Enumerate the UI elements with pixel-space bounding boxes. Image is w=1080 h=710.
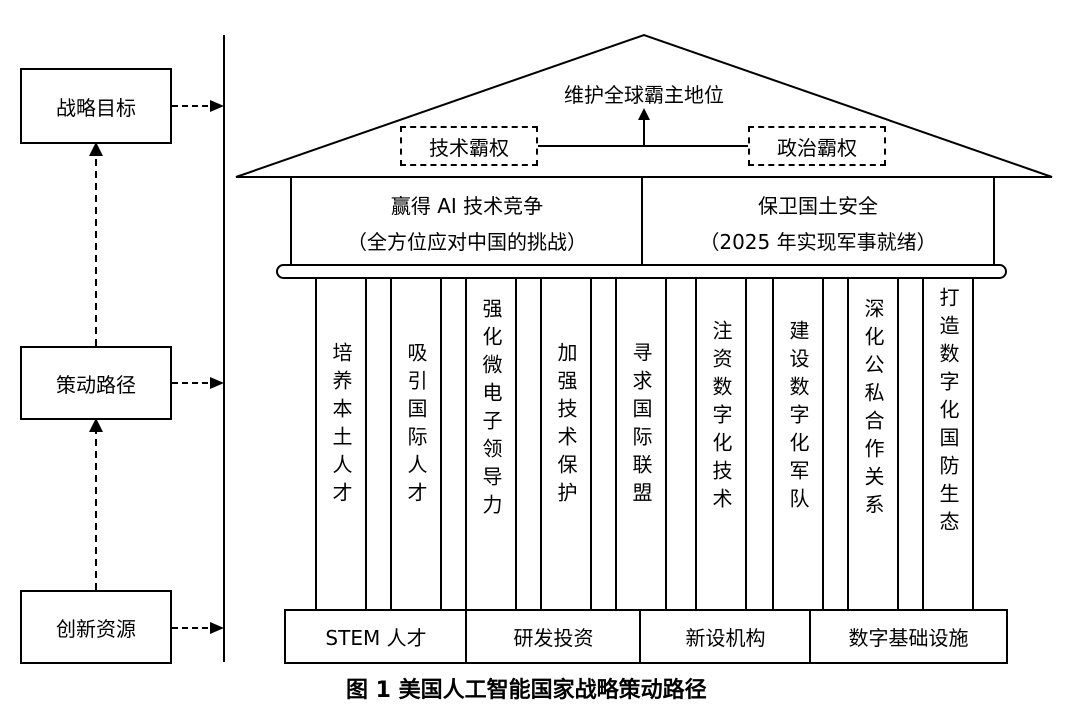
pillar-text-1: 培养本土人才 — [329, 342, 353, 510]
roof-right-label: 政治霸权 — [777, 135, 857, 160]
foundation-cell-2: 研发投资 — [513, 626, 594, 650]
foundation-rect — [284, 609, 1008, 664]
roof-arrowhead — [638, 108, 650, 120]
foundation-cell-1: STEM 人才 — [325, 626, 427, 650]
beam-right-line2: （2025 年实现军事就绪） — [699, 230, 937, 254]
path-label: 策动路径 — [56, 372, 136, 397]
foundation-cell-4: 数字基础设施 — [848, 626, 969, 650]
pillar-text-2: 吸引国际人才 — [404, 342, 428, 510]
pillar-text-3: 强化微电子领导力 — [479, 298, 503, 522]
roof-right-box: 政治霸权 — [748, 126, 886, 166]
arrowhead-up-1 — [89, 418, 103, 432]
arrowhead-up-2 — [89, 142, 103, 156]
resource-box: 创新资源 — [20, 590, 172, 664]
goal-box: 战略目标 — [20, 68, 172, 144]
foundation-cell-3: 新设机构 — [685, 626, 766, 650]
goal-label: 战略目标 — [56, 95, 136, 120]
beam-left-line1: 赢得 AI 技术竞争 — [390, 194, 544, 218]
pillar-text-5: 寻求国际联盟 — [629, 342, 653, 510]
arrowhead-right-3 — [210, 622, 224, 634]
beam-right-line1: 保卫国土安全 — [758, 194, 878, 218]
figure-caption: 图 1 美国人工智能国家战略策动路径 — [346, 678, 707, 703]
pillar-text-4: 加强技术保护 — [554, 342, 578, 510]
pillar-text-9: 打造数字化国防生态 — [936, 287, 960, 539]
pillar-text-8: 深化公私合作关系 — [861, 298, 885, 522]
roof-left-label: 技术霸权 — [429, 135, 509, 160]
capital-bar — [276, 264, 1007, 279]
arrowhead-right-2 — [210, 377, 224, 389]
roof-title: 维护全球霸主地位 — [564, 83, 724, 107]
pillar-text-6: 注资数字化技术 — [709, 320, 733, 516]
resource-label: 创新资源 — [56, 616, 136, 641]
roof-left-box: 技术霸权 — [400, 126, 538, 166]
pillar-text-7: 建设数字化军队 — [786, 320, 810, 516]
arrowhead-right-1 — [210, 100, 224, 112]
beam-left-line2: （全方位应对中国的挑战） — [347, 230, 587, 254]
path-box: 策动路径 — [20, 346, 172, 420]
